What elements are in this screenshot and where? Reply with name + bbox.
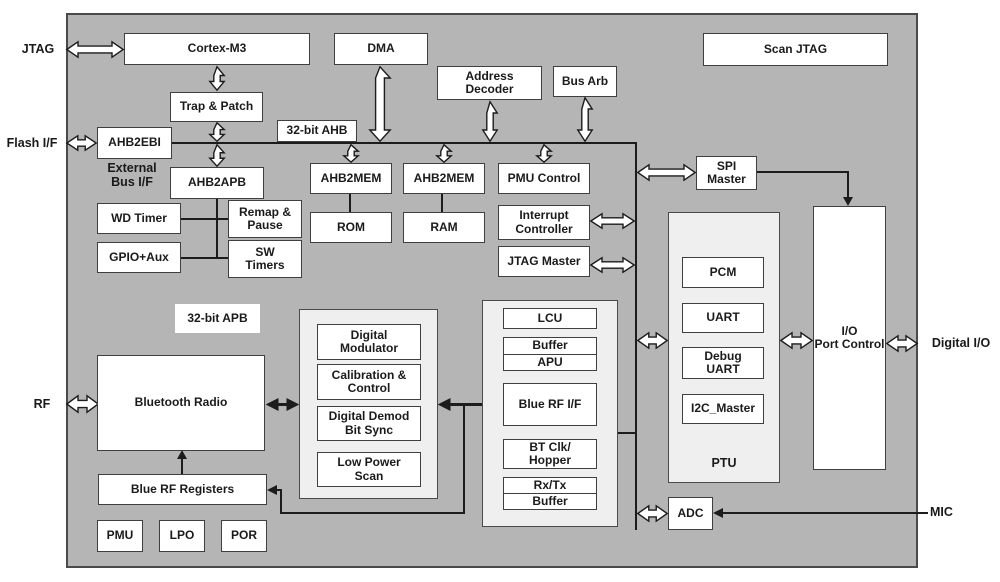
block-calibration-control: Calibration & Control <box>317 364 421 400</box>
address-decoder-bus-arrow <box>481 100 499 143</box>
block-pcm: PCM <box>682 257 764 288</box>
block-uart: UART <box>682 303 764 333</box>
label-mic: MIC <box>930 505 953 519</box>
gpio-aux-link <box>181 257 217 259</box>
block-remap-pause: Remap & Pause <box>228 200 302 238</box>
apb-stem-line <box>216 199 218 259</box>
spi-feed-line-v <box>847 171 849 198</box>
block-pmu: PMU <box>97 520 143 552</box>
bus-ahb2mem2-arrow <box>434 143 454 164</box>
bus-arb-bus-arrow <box>576 96 594 143</box>
dma-bus-arrow <box>368 65 392 143</box>
block-buffer-bottom: Buffer <box>503 493 597 510</box>
interrupt-controller-bus-arrow <box>589 212 636 230</box>
rf-reg-feed-line-v2 <box>280 489 282 514</box>
block-wd-timer: WD Timer <box>97 203 181 234</box>
block-jtag-master: JTAG Master <box>498 246 590 277</box>
block-ahb2mem-2: AHB2MEM <box>403 163 485 194</box>
label-ptu: PTU <box>711 456 737 470</box>
rf-reg-feed-line-v1 <box>463 404 465 514</box>
block-rom: ROM <box>310 212 392 243</box>
block-low-power-scan: Low Power Scan <box>317 452 421 487</box>
label-rf: RF <box>33 397 51 411</box>
sw-timers-link <box>216 257 229 259</box>
radio-modem-arrow <box>265 397 300 412</box>
block-bluetooth-radio: Bluetooth Radio <box>97 355 265 451</box>
bus-spi-master-arrow <box>636 163 697 182</box>
block-spi-master: SPI Master <box>696 156 757 190</box>
block-io-port-control: I/O Port Control <box>813 206 886 470</box>
spi-feed-line-h <box>757 171 849 173</box>
remap-pause-link <box>216 218 229 220</box>
block-rx-tx: Rx/Tx <box>503 477 597 494</box>
label-digital-io: Digital I/O <box>931 336 991 350</box>
block-bt-clk-hopper: BT Clk/ Hopper <box>503 439 597 469</box>
wd-timer-link <box>181 218 217 220</box>
flash-ahb2ebi-arrow <box>65 134 98 152</box>
block-ahb2apb: AHB2APB <box>170 167 264 199</box>
block-por: POR <box>221 520 267 552</box>
cortex-trap-arrow <box>208 65 226 92</box>
spi-feed-arrowhead-icon <box>843 197 853 206</box>
rf-reg-to-radio-line <box>181 457 183 474</box>
label-jtag: JTAG <box>21 42 55 56</box>
block-ram: RAM <box>403 212 485 243</box>
ioport-digitalio-arrow <box>885 334 919 353</box>
ahb-bus-line-horizontal <box>172 142 637 144</box>
trap-bus-arrow <box>208 121 226 143</box>
block-address-decoder: Address Decoder <box>437 66 542 100</box>
block-cortex-m3: Cortex-M3 <box>124 33 310 65</box>
label-external-bus-if: External Bus I/F <box>107 161 157 189</box>
bus-pmu-control-arrow <box>534 143 554 164</box>
ram-link <box>441 193 443 212</box>
block-blue-rf-if: Blue RF I/F <box>503 383 597 426</box>
bus-adc-arrow <box>636 504 669 523</box>
block-scan-jtag: Scan JTAG <box>703 33 888 66</box>
rf-reg-to-radio-arrowhead-icon <box>177 450 187 459</box>
block-apu: APU <box>503 354 597 371</box>
bus-ahb2mem1-arrow <box>341 143 361 164</box>
bus-label-32bit-apb: 32-bit APB <box>175 304 260 333</box>
rf-reg-arrowhead-icon <box>267 485 277 495</box>
bus-label-32bit-ahb: 32-bit AHB <box>277 120 357 142</box>
ptu-ioport-arrow <box>779 331 814 350</box>
rf-reg-feed-line-h <box>280 512 465 514</box>
jtag-master-bus-arrow <box>589 256 636 274</box>
block-interrupt-controller: Interrupt Controller <box>498 205 590 240</box>
block-bus-arb: Bus Arb <box>553 66 617 97</box>
block-ahb2mem-1: AHB2MEM <box>310 163 392 194</box>
block-digital-demod: Digital Demod Bit Sync <box>317 406 421 441</box>
block-debug-uart: Debug UART <box>682 347 764 379</box>
bus-ptu-arrow <box>636 331 669 350</box>
jtag-cortex-arrow <box>65 40 125 59</box>
bus-ahb2apb-arrow <box>208 143 226 168</box>
block-lcu: LCU <box>503 308 597 329</box>
label-flash-if: Flash I/F <box>6 136 58 150</box>
block-trap-patch: Trap & Patch <box>170 92 263 122</box>
block-lpo: LPO <box>159 520 205 552</box>
block-digital-modulator: Digital Modulator <box>317 324 421 360</box>
lcu-group-bus-link <box>618 432 637 434</box>
block-dma: DMA <box>334 33 428 65</box>
mic-line <box>716 512 928 514</box>
block-sw-timers: SW Timers <box>228 240 302 278</box>
rom-link <box>349 193 351 212</box>
block-i2c-master: I2C_Master <box>682 394 764 424</box>
mic-arrowhead-icon <box>713 508 723 518</box>
block-ahb2ebi: AHB2EBI <box>97 127 172 159</box>
block-gpio-aux: GPIO+Aux <box>97 242 181 273</box>
block-pmu-control: PMU Control <box>498 163 590 194</box>
bus-line-vertical <box>635 142 637 530</box>
block-buffer-top: Buffer <box>503 337 597 355</box>
rf-reg-feed-line-h2 <box>276 489 282 491</box>
block-blue-rf-registers: Blue RF Registers <box>98 474 267 505</box>
block-adc: ADC <box>668 497 713 530</box>
rf-radio-arrow <box>65 394 100 414</box>
